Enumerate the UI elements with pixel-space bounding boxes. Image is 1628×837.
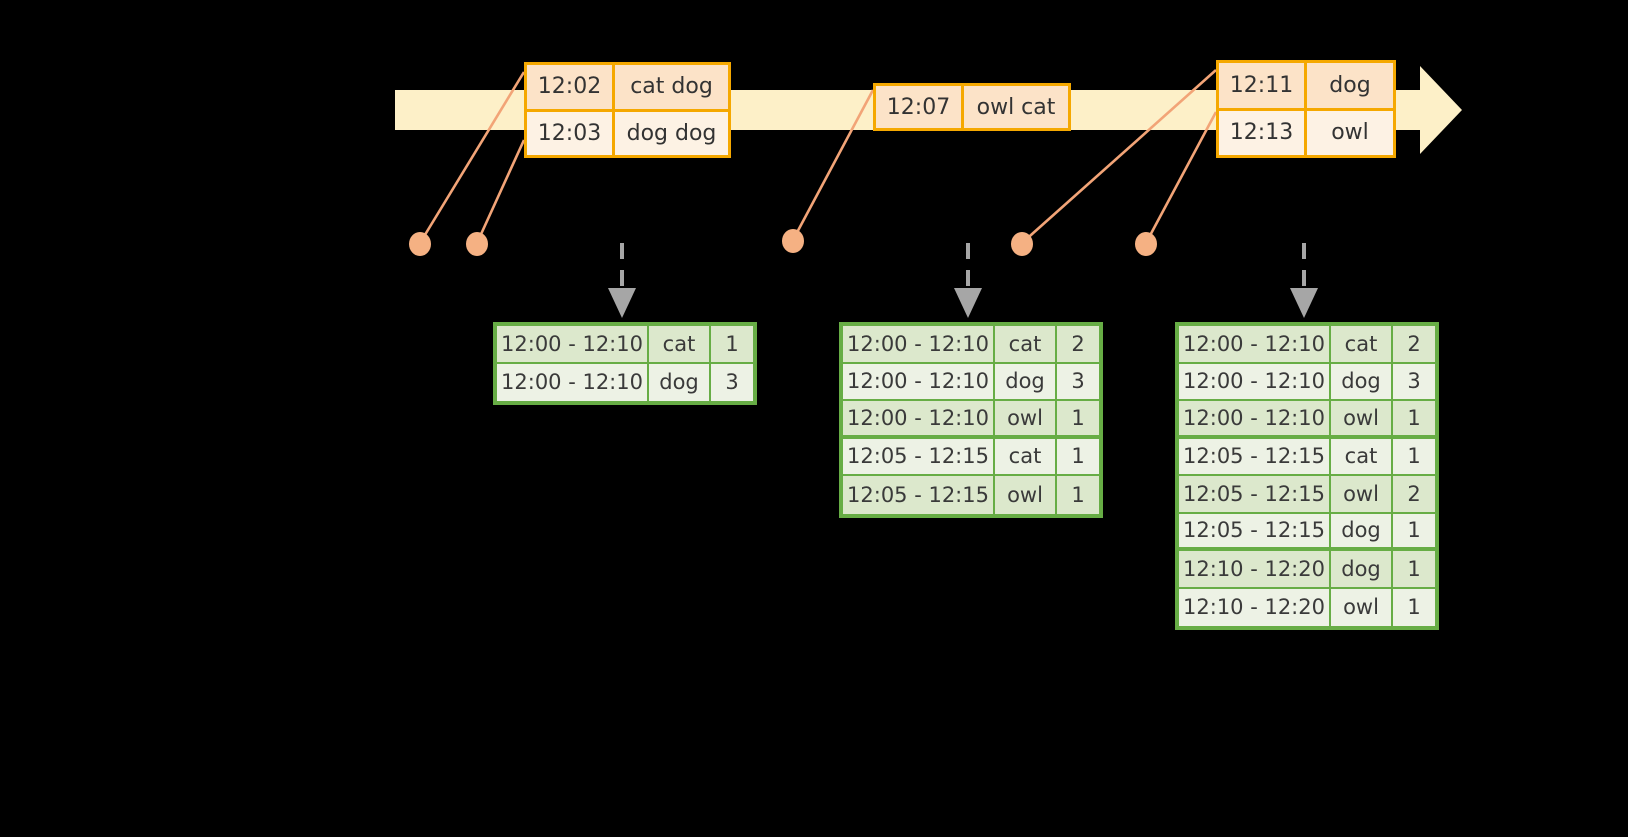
event-words: dog xyxy=(1307,63,1393,108)
event-time: 12:11 xyxy=(1219,63,1307,108)
word-cell: owl xyxy=(1331,476,1393,514)
table-row[interactable]: 12:05 - 12:15 owl 1 xyxy=(843,476,1099,514)
event-row[interactable]: 12:13 owl xyxy=(1219,107,1393,155)
event-words: cat dog xyxy=(615,65,728,109)
table-row[interactable]: 12:00 - 12:10 cat 2 xyxy=(843,326,1099,364)
event-row[interactable]: 12:11 dog xyxy=(1219,63,1393,108)
result-table-1[interactable]: 12:00 - 12:10 cat 1 12:00 - 12:10 dog 3 xyxy=(493,322,757,405)
table-row[interactable]: 12:00 - 12:10 owl 1 xyxy=(1179,401,1435,439)
word-cell: cat xyxy=(1331,326,1393,364)
dashed-arrow-head-3 xyxy=(1290,288,1318,318)
count-cell: 1 xyxy=(711,326,753,364)
count-cell: 1 xyxy=(1057,401,1099,439)
dashed-arrow-head-1 xyxy=(608,288,636,318)
window-cell: 12:05 - 12:15 xyxy=(843,438,995,476)
window-cell: 12:05 - 12:15 xyxy=(1179,513,1331,551)
result-table-2[interactable]: 12:00 - 12:10 cat 2 12:00 - 12:10 dog 3 … xyxy=(839,322,1103,518)
window-cell: 12:00 - 12:10 xyxy=(843,326,995,364)
count-cell: 1 xyxy=(1393,588,1435,626)
window-cell: 12:10 - 12:20 xyxy=(1179,588,1331,626)
count-cell: 1 xyxy=(1057,476,1099,514)
event-words: owl xyxy=(1307,110,1393,155)
table-row[interactable]: 12:00 - 12:10 cat 1 xyxy=(497,326,753,364)
window-cell: 12:05 - 12:15 xyxy=(1179,438,1331,476)
table-row[interactable]: 12:05 - 12:15 cat 1 xyxy=(843,438,1099,476)
word-cell: cat xyxy=(649,326,711,364)
word-cell: dog xyxy=(649,363,711,401)
table-row[interactable]: 12:05 - 12:15 cat 1 xyxy=(1179,438,1435,476)
event-words: owl cat xyxy=(964,86,1068,128)
event-time: 12:13 xyxy=(1219,110,1307,155)
window-cell: 12:05 - 12:15 xyxy=(843,476,995,514)
event-dot-1207 xyxy=(782,229,804,253)
window-cell: 12:00 - 12:10 xyxy=(843,401,995,439)
event-dot-1213 xyxy=(1135,232,1157,256)
dashed-arrow-head-2 xyxy=(954,288,982,318)
connector-line-1 xyxy=(418,71,526,244)
event-words: dog dog xyxy=(615,111,728,155)
word-cell: dog xyxy=(1331,551,1393,589)
count-cell: 3 xyxy=(1057,363,1099,401)
word-cell: owl xyxy=(995,476,1057,514)
word-cell: owl xyxy=(1331,588,1393,626)
count-cell: 2 xyxy=(1393,326,1435,364)
connector-line-3 xyxy=(791,89,875,241)
count-cell: 1 xyxy=(1393,551,1435,589)
event-row[interactable]: 12:03 dog dog xyxy=(527,108,728,155)
count-cell: 1 xyxy=(1393,438,1435,476)
event-dot-1203 xyxy=(466,232,488,256)
table-row[interactable]: 12:05 - 12:15 dog 1 xyxy=(1179,513,1435,551)
word-cell: cat xyxy=(995,326,1057,364)
event-time: 12:03 xyxy=(527,111,615,155)
word-cell: owl xyxy=(1331,401,1393,439)
word-cell: dog xyxy=(1331,363,1393,401)
event-time: 12:07 xyxy=(876,86,964,128)
count-cell: 2 xyxy=(1057,326,1099,364)
connector-line-5 xyxy=(1144,111,1218,244)
count-cell: 1 xyxy=(1057,438,1099,476)
table-row[interactable]: 12:00 - 12:10 dog 3 xyxy=(843,363,1099,401)
count-cell: 3 xyxy=(1393,363,1435,401)
word-cell: cat xyxy=(995,438,1057,476)
event-group-2[interactable]: 12:07 owl cat xyxy=(873,83,1071,131)
window-cell: 12:00 - 12:10 xyxy=(1179,326,1331,364)
count-cell: 2 xyxy=(1393,476,1435,514)
result-table-3[interactable]: 12:00 - 12:10 cat 2 12:00 - 12:10 dog 3 … xyxy=(1175,322,1439,630)
word-cell: owl xyxy=(995,401,1057,439)
timeline-arrowhead xyxy=(1420,66,1462,154)
table-row[interactable]: 12:00 - 12:10 dog 3 xyxy=(1179,363,1435,401)
window-cell: 12:05 - 12:15 xyxy=(1179,476,1331,514)
table-row[interactable]: 12:10 - 12:20 owl 1 xyxy=(1179,588,1435,626)
window-cell: 12:00 - 12:10 xyxy=(843,363,995,401)
word-cell: dog xyxy=(1331,513,1393,551)
connector-line-2 xyxy=(475,139,526,244)
count-cell: 1 xyxy=(1393,513,1435,551)
window-cell: 12:00 - 12:10 xyxy=(1179,363,1331,401)
count-cell: 3 xyxy=(711,363,753,401)
word-cell: dog xyxy=(995,363,1057,401)
event-time: 12:02 xyxy=(527,65,615,109)
window-cell: 12:00 - 12:10 xyxy=(1179,401,1331,439)
event-group-1[interactable]: 12:02 cat dog 12:03 dog dog xyxy=(524,62,731,158)
window-cell: 12:00 - 12:10 xyxy=(497,326,649,364)
event-group-3[interactable]: 12:11 dog 12:13 owl xyxy=(1216,60,1396,158)
table-row[interactable]: 12:00 - 12:10 dog 3 xyxy=(497,363,753,401)
table-row[interactable]: 12:00 - 12:10 cat 2 xyxy=(1179,326,1435,364)
table-row[interactable]: 12:05 - 12:15 owl 2 xyxy=(1179,476,1435,514)
word-cell: cat xyxy=(1331,438,1393,476)
count-cell: 1 xyxy=(1393,401,1435,439)
event-dot-1202 xyxy=(409,232,431,256)
table-row[interactable]: 12:00 - 12:10 owl 1 xyxy=(843,401,1099,439)
event-row[interactable]: 12:02 cat dog xyxy=(527,65,728,109)
table-row[interactable]: 12:10 - 12:20 dog 1 xyxy=(1179,551,1435,589)
window-cell: 12:00 - 12:10 xyxy=(497,363,649,401)
event-row[interactable]: 12:07 owl cat xyxy=(876,86,1068,128)
window-cell: 12:10 - 12:20 xyxy=(1179,551,1331,589)
event-dot-1211 xyxy=(1011,232,1033,256)
